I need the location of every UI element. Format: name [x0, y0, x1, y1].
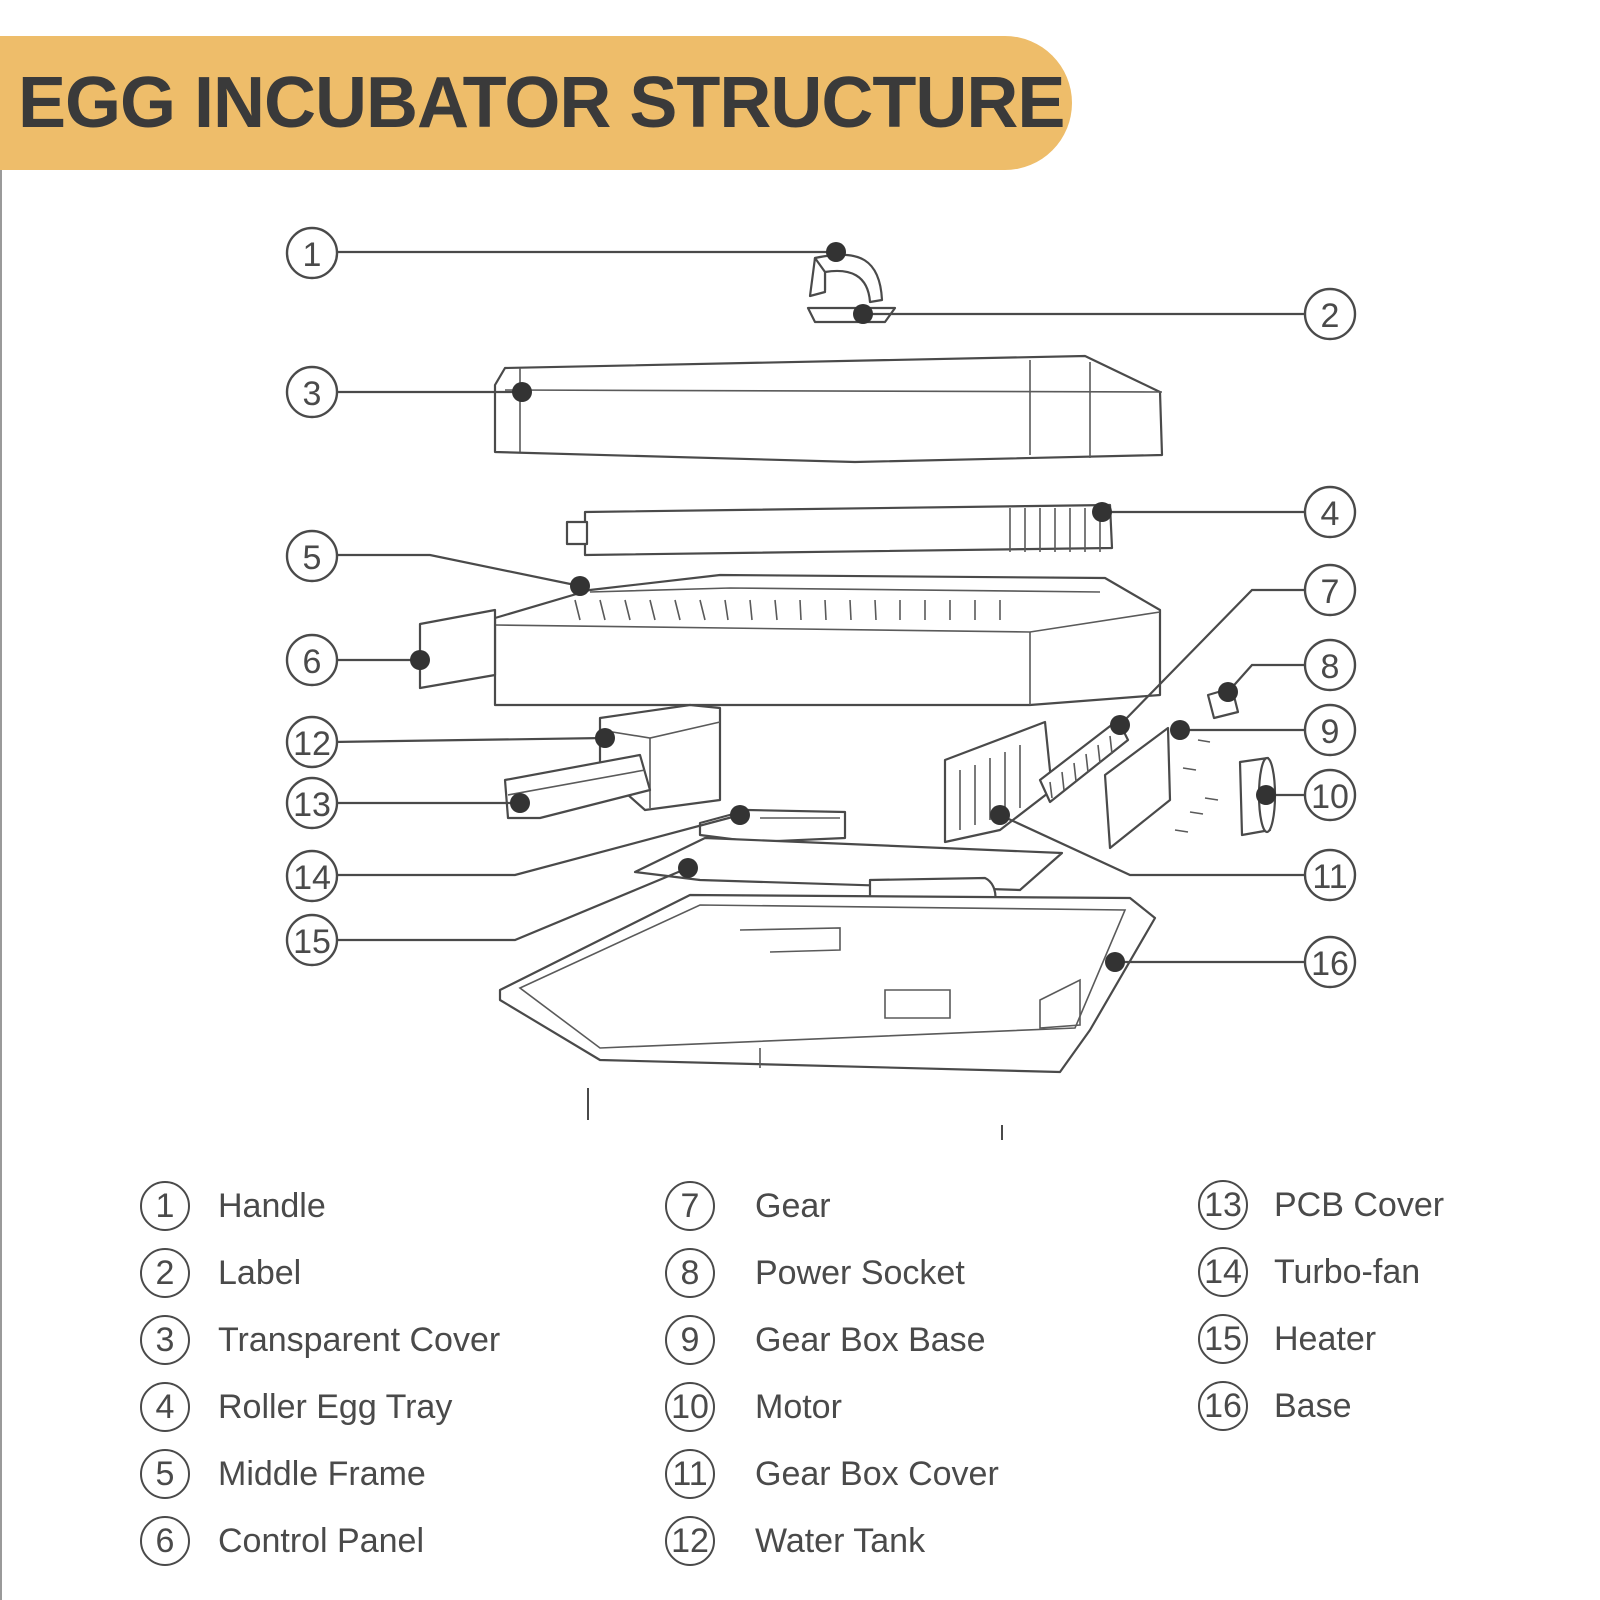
heater-part — [633, 836, 1064, 892]
page-title: EGG INCUBATOR STRUCTURE — [18, 63, 1065, 143]
legend-item-roller-egg-tray: 4 Roller Egg Tray — [140, 1379, 452, 1435]
legend-label: Label — [218, 1253, 302, 1292]
legend-number: 1 — [140, 1181, 190, 1231]
title-banner: EGG INCUBATOR STRUCTURE — [0, 36, 1072, 170]
svg-text:6: 6 — [303, 643, 322, 681]
legend-label: Gear Box Base — [755, 1320, 986, 1359]
legend-number: 3 — [140, 1315, 190, 1365]
svg-text:5: 5 — [303, 539, 322, 577]
callout-14: 14 — [285, 849, 339, 903]
leader-lines — [331, 250, 1304, 964]
legend-label: Handle — [218, 1186, 326, 1225]
legend-number: 11 — [665, 1449, 715, 1499]
legend-number: 7 — [665, 1181, 715, 1231]
legend-item-middle-frame: 5 Middle Frame — [140, 1446, 426, 1502]
callout-9: 9 — [1303, 703, 1357, 757]
legend-label: Gear Box Cover — [755, 1454, 999, 1493]
svg-text:1: 1 — [303, 236, 322, 274]
page-edge-line — [0, 170, 2, 1600]
anchor-dots — [410, 242, 1276, 972]
legend-item-base: 16 Base — [1198, 1378, 1352, 1434]
gear-box-cover-part — [943, 720, 1054, 844]
callout-15: 15 — [285, 913, 339, 967]
legend-number: 5 — [140, 1449, 190, 1499]
callout-10: 10 — [1303, 768, 1357, 822]
turbo-fan-part — [698, 808, 847, 844]
callout-8: 8 — [1303, 638, 1357, 692]
callout-2: 2 — [1303, 287, 1357, 341]
legend-number: 8 — [665, 1248, 715, 1298]
legend-item-control-panel: 6 Control Panel — [140, 1513, 424, 1569]
svg-text:14: 14 — [293, 859, 331, 897]
svg-text:15: 15 — [293, 923, 331, 961]
legend-item-power-socket: 8 Power Socket — [665, 1245, 965, 1301]
legend-number: 2 — [140, 1248, 190, 1298]
base-part — [498, 893, 1157, 1074]
legend-number: 13 — [1198, 1180, 1248, 1230]
callout-7: 7 — [1303, 563, 1357, 617]
legend-label: Turbo-fan — [1274, 1252, 1421, 1291]
pcb-cover-part — [503, 753, 652, 820]
legend-item-handle: 1 Handle — [140, 1178, 326, 1234]
legend-item-gear-box-cover: 11 Gear Box Cover — [665, 1446, 999, 1502]
callout-11: 11 — [1303, 848, 1357, 902]
legend-label: Roller Egg Tray — [218, 1387, 453, 1426]
svg-text:7: 7 — [1321, 573, 1340, 611]
callout-4: 4 — [1303, 485, 1357, 539]
svg-text:3: 3 — [303, 375, 322, 413]
legend-item-pcb-cover: 13 PCB Cover — [1198, 1177, 1444, 1233]
legend-label: Heater — [1274, 1319, 1377, 1358]
callout-16: 16 — [1303, 935, 1357, 989]
svg-text:10: 10 — [1311, 778, 1349, 816]
legend-number: 4 — [140, 1382, 190, 1432]
legend-item-gear-box-base: 9 Gear Box Base — [665, 1312, 986, 1368]
middle-frame-part — [493, 573, 1162, 707]
legend-item-turbo-fan: 14 Turbo-fan — [1198, 1244, 1420, 1300]
legend-item-motor: 10 Motor — [665, 1379, 842, 1435]
callout-3: 3 — [285, 365, 339, 419]
svg-text:11: 11 — [1312, 858, 1347, 896]
gear-part — [1038, 718, 1130, 804]
legend-label: Power Socket — [755, 1253, 965, 1292]
svg-text:8: 8 — [1321, 648, 1340, 686]
gear-box-base-part — [1103, 726, 1172, 850]
legend-number: 12 — [665, 1516, 715, 1566]
screws — [587, 739, 1219, 1140]
legend-label: Middle Frame — [218, 1454, 426, 1493]
legend-number: 6 — [140, 1516, 190, 1566]
legend-item-heater: 15 Heater — [1198, 1311, 1376, 1367]
control-panel-part — [418, 608, 497, 690]
svg-text:13: 13 — [293, 786, 331, 824]
callout-12: 12 — [285, 715, 339, 769]
legend-label: PCB Cover — [1274, 1185, 1445, 1224]
legend-item-transparent-cover: 3 Transparent Cover — [140, 1312, 500, 1368]
legend-number: 14 — [1198, 1247, 1248, 1297]
svg-text:4: 4 — [1321, 495, 1340, 533]
legend-label: Base — [1274, 1386, 1352, 1425]
transparent-cover-part — [493, 354, 1164, 464]
legend-item-water-tank: 12 Water Tank — [665, 1513, 925, 1569]
exploded-diagram: 1 2 3 4 5 6 7 8 9 10 11 12 13 14 15 16 — [285, 226, 1357, 1140]
legend-label: Water Tank — [755, 1521, 926, 1560]
legend-number: 10 — [665, 1382, 715, 1432]
legend-item-label: 2 Label — [140, 1245, 301, 1301]
svg-text:9: 9 — [1321, 713, 1340, 751]
legend-number: 16 — [1198, 1381, 1248, 1431]
svg-text:12: 12 — [293, 725, 331, 763]
legend-label: Gear — [755, 1186, 831, 1225]
legend-label: Transparent Cover — [218, 1320, 501, 1359]
legend-label: Motor — [755, 1387, 842, 1426]
callout-1: 1 — [285, 226, 339, 280]
handle-part — [808, 253, 884, 304]
legend-number: 15 — [1198, 1314, 1248, 1364]
legend-item-gear: 7 Gear — [665, 1178, 831, 1234]
svg-text:16: 16 — [1311, 945, 1349, 983]
roller-egg-tray-part — [565, 503, 1114, 557]
legend-label: Control Panel — [218, 1521, 425, 1560]
svg-text:2: 2 — [1321, 297, 1340, 335]
callout-13: 13 — [285, 776, 339, 830]
legend-number: 9 — [665, 1315, 715, 1365]
callout-6: 6 — [285, 633, 339, 687]
callout-5: 5 — [285, 529, 339, 583]
